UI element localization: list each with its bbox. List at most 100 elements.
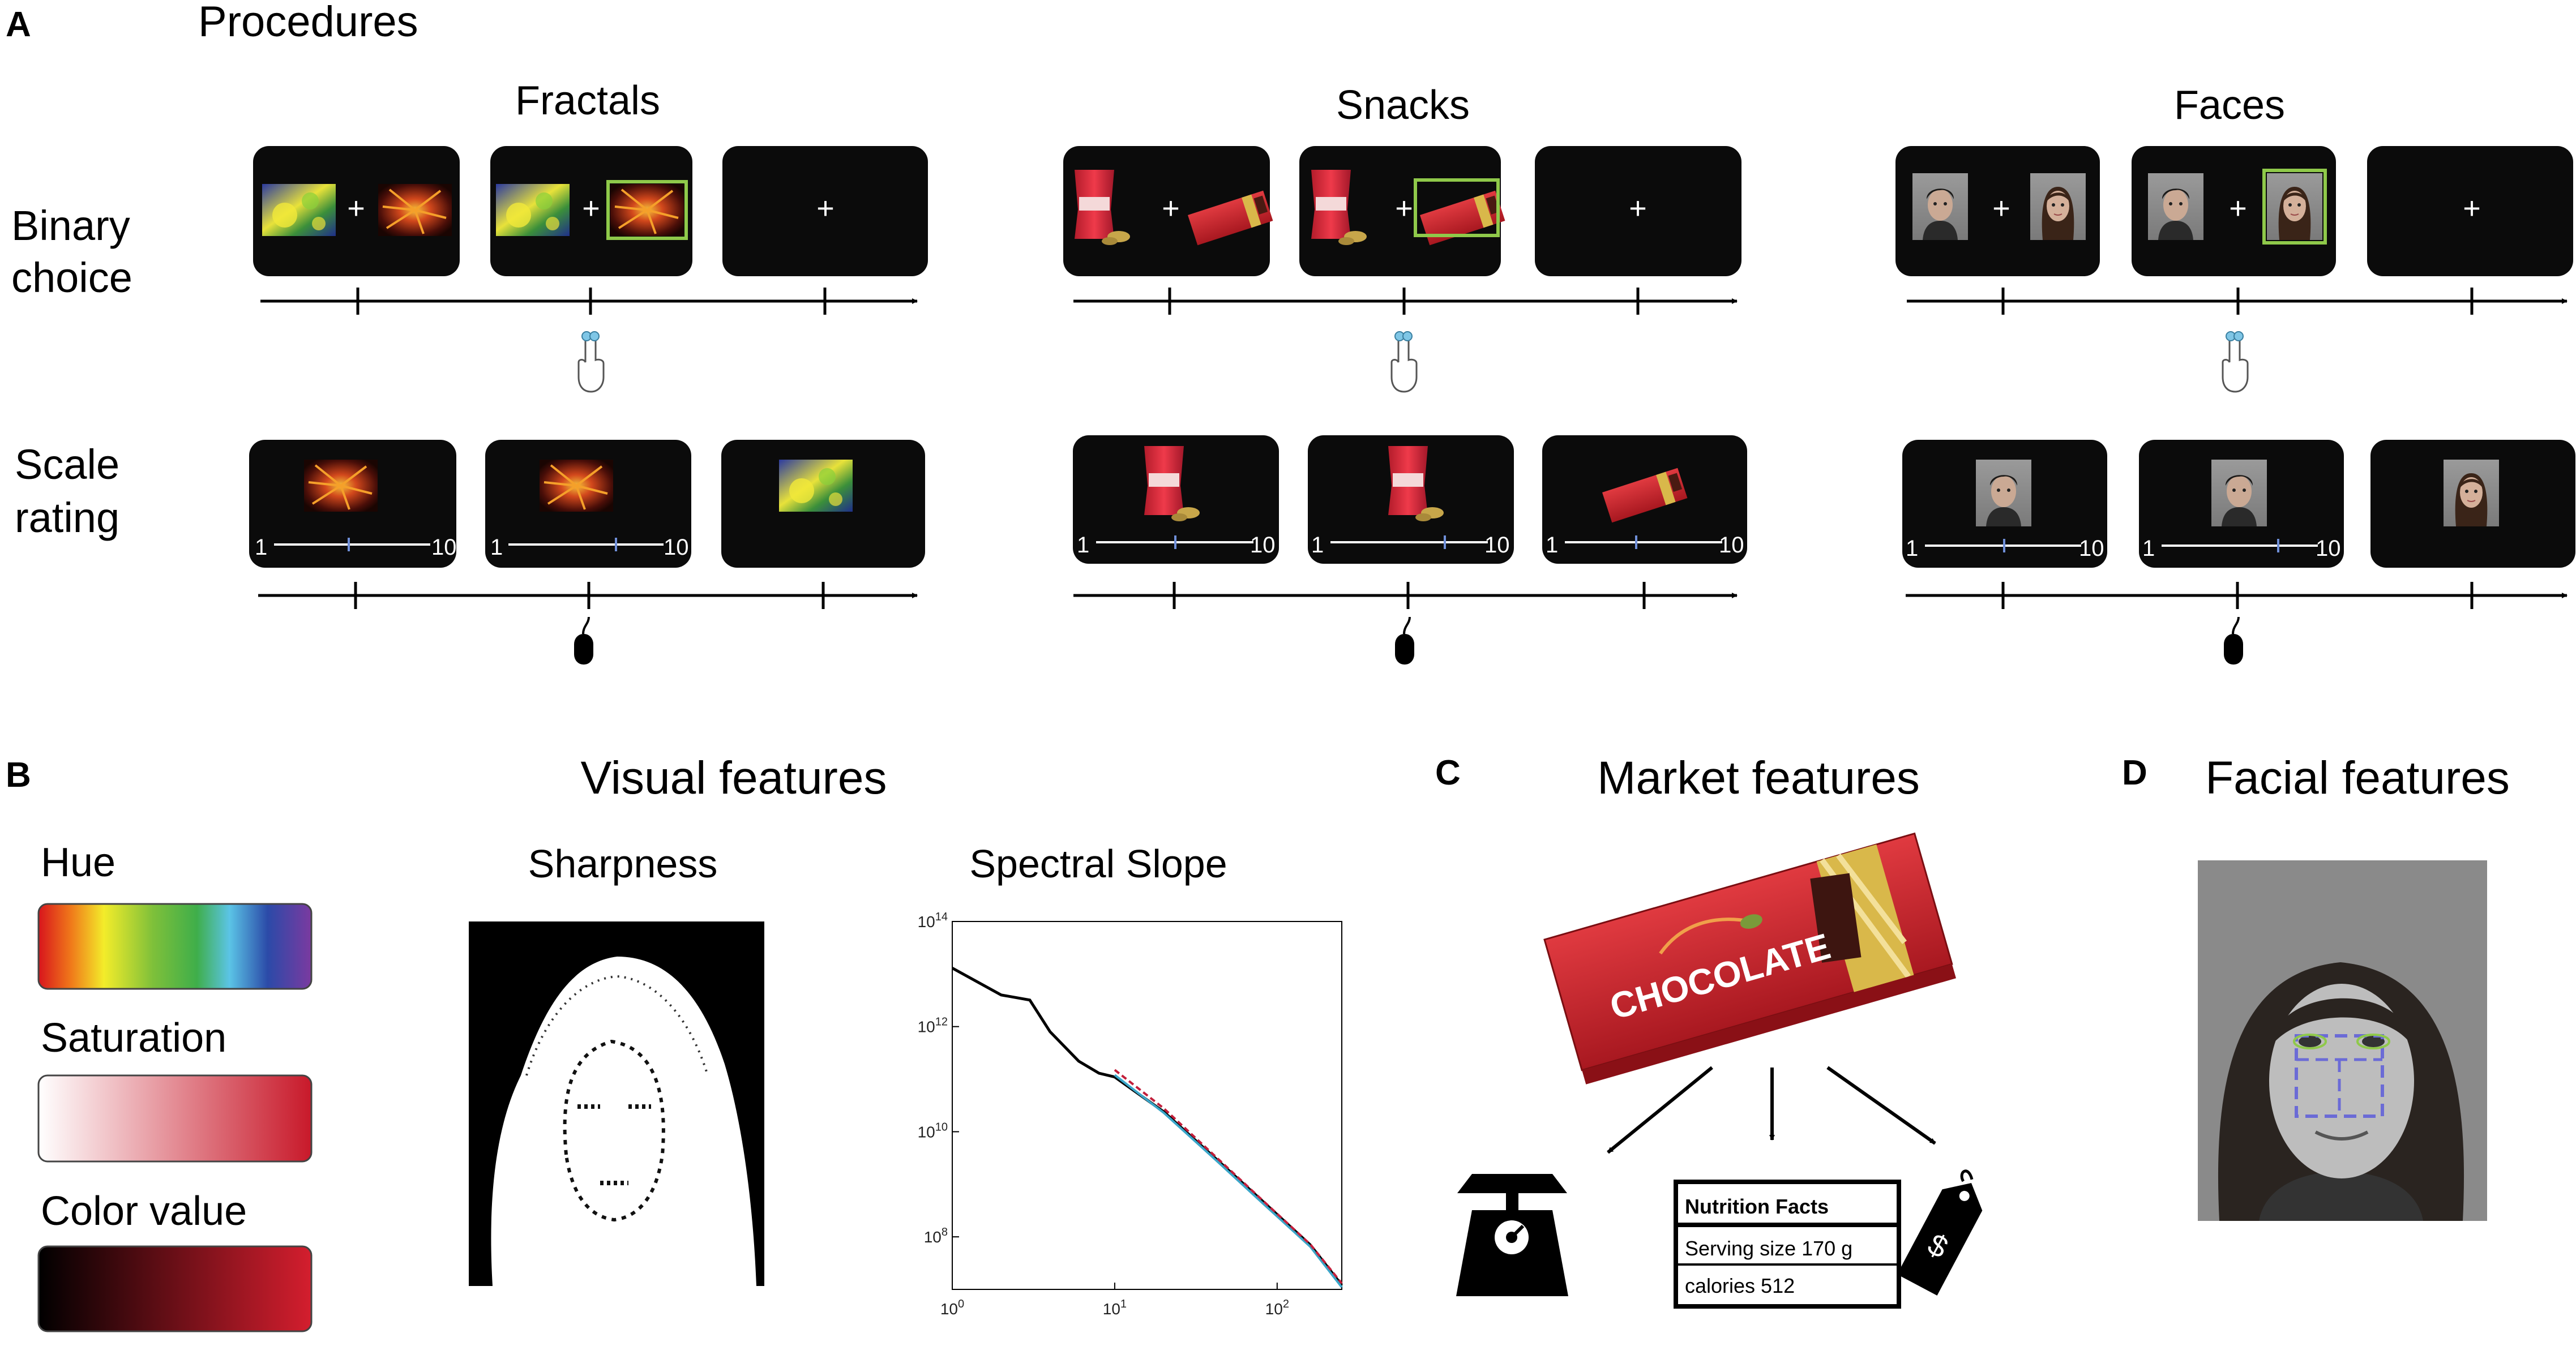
finger-press-icon xyxy=(577,331,605,393)
fixation-cross: + xyxy=(1992,191,2010,225)
fractal-image xyxy=(262,184,336,236)
panel-d-title: Facial features xyxy=(2205,752,2510,804)
screen xyxy=(1535,146,1741,276)
fixation-cross: + xyxy=(582,191,600,225)
condition-title-snacks: Snacks xyxy=(1336,83,1470,128)
mouse-icon xyxy=(573,616,594,666)
scale-max-label: 10 xyxy=(1250,533,1276,558)
mouse-icon xyxy=(1394,616,1415,666)
scale-min-label: 1 xyxy=(1077,533,1089,558)
fixation-cross: + xyxy=(347,191,365,225)
fractal-image xyxy=(496,184,570,236)
row-label-binary-1: Binary xyxy=(11,202,130,249)
spectral-slope-title: Spectral Slope xyxy=(969,842,1227,886)
nutrition-facts-label: Nutrition Facts Serving size 170 g calor… xyxy=(1674,1180,1901,1309)
x-tick-label: 102 xyxy=(1265,1298,1289,1318)
face-image-female xyxy=(2030,173,2086,241)
fractal-image xyxy=(779,460,853,512)
fixation-cross: + xyxy=(2229,191,2247,225)
eye-landmark xyxy=(2356,1034,2390,1049)
screen xyxy=(253,146,460,276)
panel-b-title: Visual features xyxy=(581,752,887,804)
mouse-icon xyxy=(2223,616,2244,666)
faces-scale-row: 1 10 1 10 xyxy=(1902,440,2575,666)
nutrition-title: Nutrition Facts xyxy=(1685,1195,1829,1218)
finger-press-icon xyxy=(2222,331,2249,393)
face-image-male xyxy=(2211,460,2267,526)
screen xyxy=(490,146,692,276)
x-tick-label: 101 xyxy=(1103,1298,1127,1318)
screen xyxy=(722,146,928,276)
arrow-to-price xyxy=(1826,1066,1936,1145)
scale-min-label: 1 xyxy=(2142,536,2155,561)
scale-max-label: 10 xyxy=(431,535,457,560)
scale-min-label: 1 xyxy=(1311,533,1324,558)
fixation-cross: + xyxy=(1395,191,1413,225)
fractal-image xyxy=(538,458,614,513)
nutrition-serving: Serving size 170 g xyxy=(1685,1237,1852,1260)
series-line-black xyxy=(951,967,1343,1287)
scale-max-label: 10 xyxy=(2316,536,2341,561)
fixation-cross: + xyxy=(1629,191,1647,225)
sharpness-edge-image xyxy=(469,921,764,1286)
chocolate-package: CHOCOLATE xyxy=(1543,832,1956,1084)
choice-frame xyxy=(606,180,688,240)
scale-max-label: 10 xyxy=(1719,533,1744,558)
color-value-label: Color value xyxy=(41,1189,247,1234)
y-tick-label: 108 xyxy=(924,1226,948,1246)
panel-a-title: Procedures xyxy=(198,0,418,46)
choice-frame xyxy=(2262,169,2327,245)
price-tag-icon: $ xyxy=(1897,1169,1983,1296)
fractals-scale-row: 1 10 1 10 xyxy=(249,440,925,666)
snacks-scale-row: 1 10 1 10 1 10 xyxy=(1073,435,1747,666)
screen xyxy=(2367,146,2573,276)
condition-title-faces: Faces xyxy=(2174,83,2285,128)
panel-c: C Market features CHOCOLATE xyxy=(1435,752,1983,1309)
scale-min-label: 1 xyxy=(1546,533,1558,558)
scale-max-label: 10 xyxy=(664,535,689,560)
face-photo xyxy=(2198,860,2487,1221)
panel-c-letter: C xyxy=(1435,753,1461,792)
scale-icon xyxy=(1456,1174,1568,1296)
face-image-male xyxy=(1976,460,2031,526)
nutrition-calories: calories 512 xyxy=(1685,1274,1795,1297)
panel-d: D Facial features xyxy=(2122,752,2510,1221)
choice-frame xyxy=(1414,178,1500,237)
panel-b-letter: B xyxy=(6,756,31,795)
sharpness-title: Sharpness xyxy=(528,842,718,886)
hue-label: Hue xyxy=(41,840,115,885)
fixation-cross: + xyxy=(2463,191,2481,225)
snacks-binary-row: + + + xyxy=(1063,146,1741,393)
scale-max-label: 10 xyxy=(2079,536,2104,561)
x-tick-label: 100 xyxy=(940,1298,964,1318)
fractal-image xyxy=(609,183,685,237)
hue-gradient-bar xyxy=(37,903,313,990)
y-tick-label: 1014 xyxy=(918,911,948,931)
fractal-image xyxy=(303,458,379,513)
y-tick-label: 1010 xyxy=(918,1121,948,1141)
finger-press-icon xyxy=(1390,331,1418,393)
row-label-binary-2: choice xyxy=(11,254,132,301)
color-value-gradient-bar xyxy=(37,1245,313,1332)
scale-max-label: 10 xyxy=(1484,533,1510,558)
panel-c-title: Market features xyxy=(1597,752,1920,804)
panel-b: B Visual features Hue Saturation Color v… xyxy=(6,752,1343,1332)
saturation-gradient-bar xyxy=(37,1074,313,1163)
roi-box xyxy=(2295,1034,2384,1118)
plot-frame xyxy=(952,921,1342,1290)
face-image-male xyxy=(1912,173,1968,240)
eye-landmark xyxy=(2293,1034,2327,1049)
fractals-binary-row: + + + xyxy=(253,146,928,393)
fractal-image xyxy=(377,183,453,237)
scale-min-label: 1 xyxy=(1906,536,1918,561)
panel-a-letter: A xyxy=(6,5,31,44)
fixation-cross: + xyxy=(816,191,835,225)
fixation-cross: + xyxy=(1162,191,1180,225)
condition-title-fractals: Fractals xyxy=(515,78,660,123)
saturation-label: Saturation xyxy=(41,1015,226,1061)
scale-min-label: 1 xyxy=(255,535,267,560)
panel-a: A Procedures Binary choice Scale rating … xyxy=(6,0,2575,666)
arrow-to-weight xyxy=(1607,1066,1713,1154)
